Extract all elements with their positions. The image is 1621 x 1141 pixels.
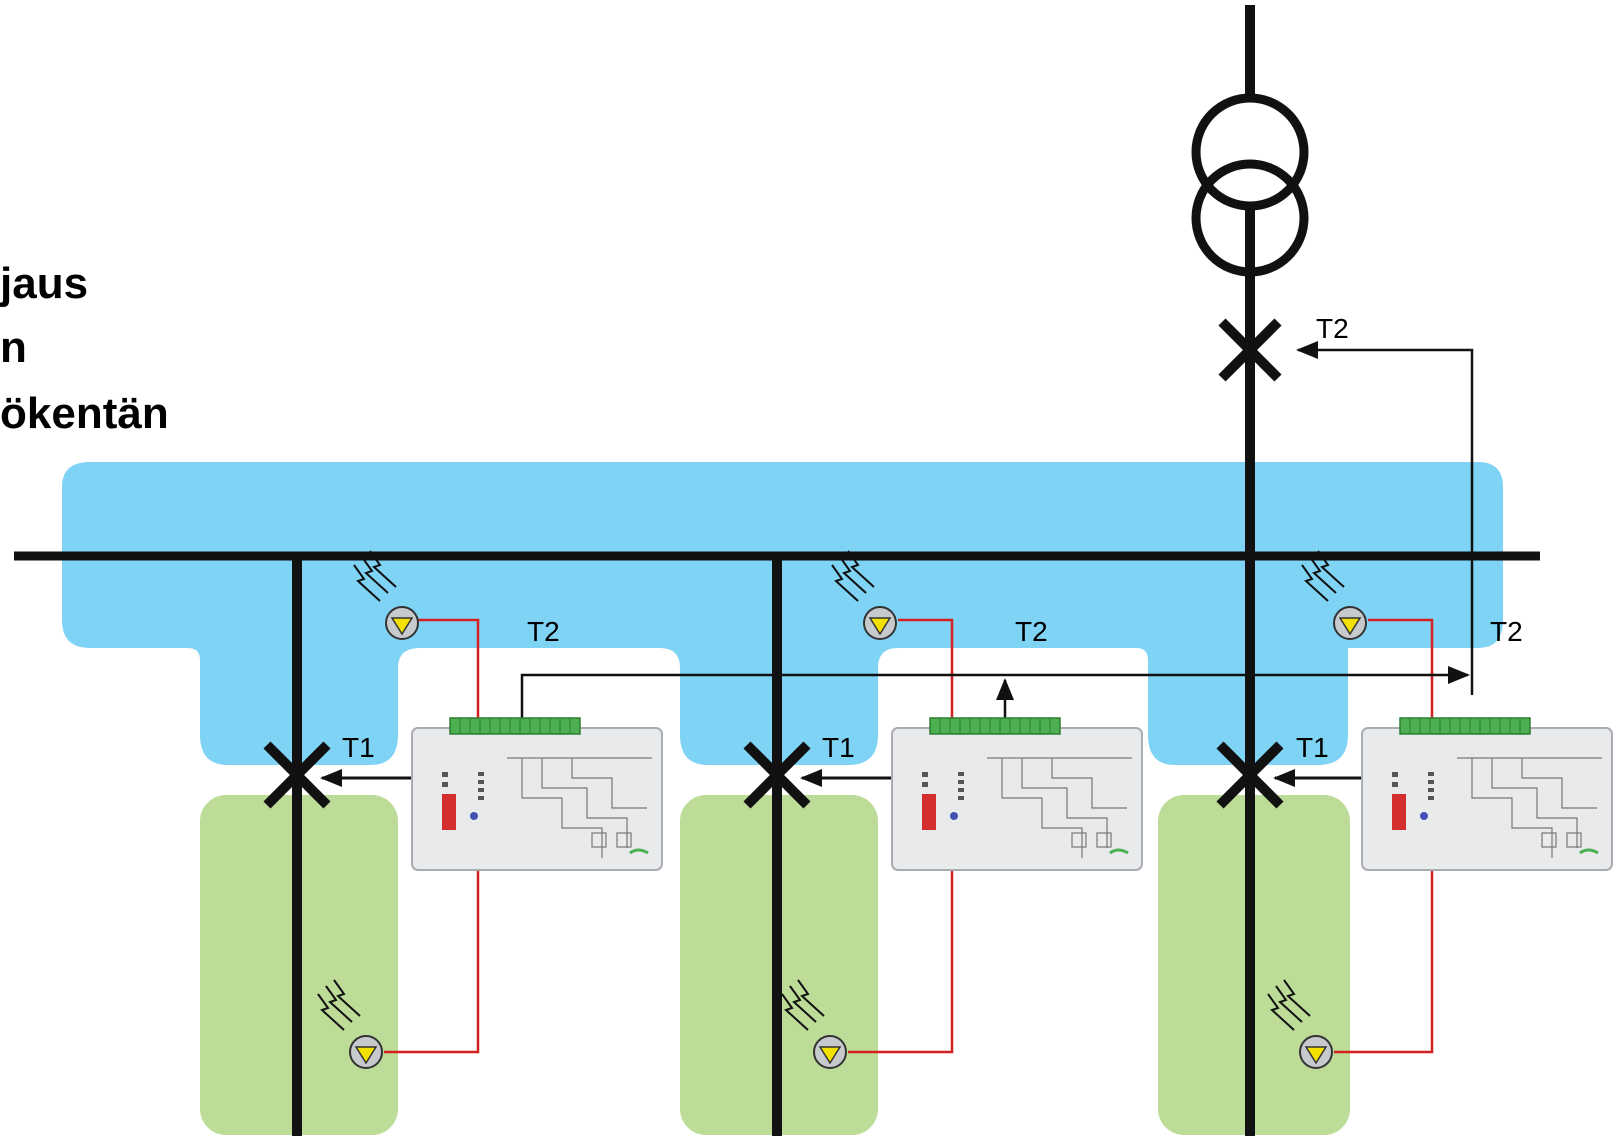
sensor-wire-bottom-2 [848, 870, 954, 1054]
arc-relay-unit-3 [1361, 717, 1613, 871]
t1-label-3: T1 [1296, 732, 1329, 763]
incomer-t2-label: T2 [1316, 313, 1349, 344]
arc-sensor-icon-cable-3 [1267, 979, 1333, 1069]
arc-sensor-icon-busbar-2 [831, 550, 897, 640]
feeder-breaker-icon-2 [743, 741, 811, 809]
sensor-wire-bottom-3 [1334, 870, 1434, 1054]
sensor-wire-top-1 [418, 618, 480, 725]
arc-sensor-icon-busbar-1 [353, 550, 419, 640]
feeder-breaker-icon-1 [263, 741, 331, 809]
feeder-breaker-icon-3 [1216, 741, 1284, 809]
incomer-t2-trip-line [1296, 341, 1474, 695]
t2-interconnect-line [520, 666, 1470, 725]
sensor-wire-top-2 [898, 618, 954, 725]
t1-label-1: T1 [342, 732, 375, 763]
heading-line-2: n [0, 323, 27, 372]
incomer-breaker-icon [1218, 318, 1282, 382]
sensor-wire-bottom-1 [384, 870, 480, 1054]
sensor-wire-top-3 [1368, 618, 1434, 725]
heading-line-3: ökentän [0, 389, 169, 438]
arc-sensor-icon-cable-1 [317, 979, 383, 1069]
arc-sensor-icon-cable-2 [781, 979, 847, 1069]
heading-line-1: jaus [0, 259, 89, 308]
arc-relay-unit-1 [411, 717, 663, 871]
t2-label-1: T2 [527, 616, 560, 647]
t1-label-2: T1 [822, 732, 855, 763]
arc-sensor-icon-busbar-3 [1301, 550, 1367, 640]
transformer-icon [1191, 93, 1309, 277]
t2-label-2: T2 [1015, 616, 1048, 647]
busbar-zone [62, 462, 1503, 765]
arc-relay-unit-2 [891, 717, 1143, 871]
t2-label-3: T2 [1490, 616, 1523, 647]
